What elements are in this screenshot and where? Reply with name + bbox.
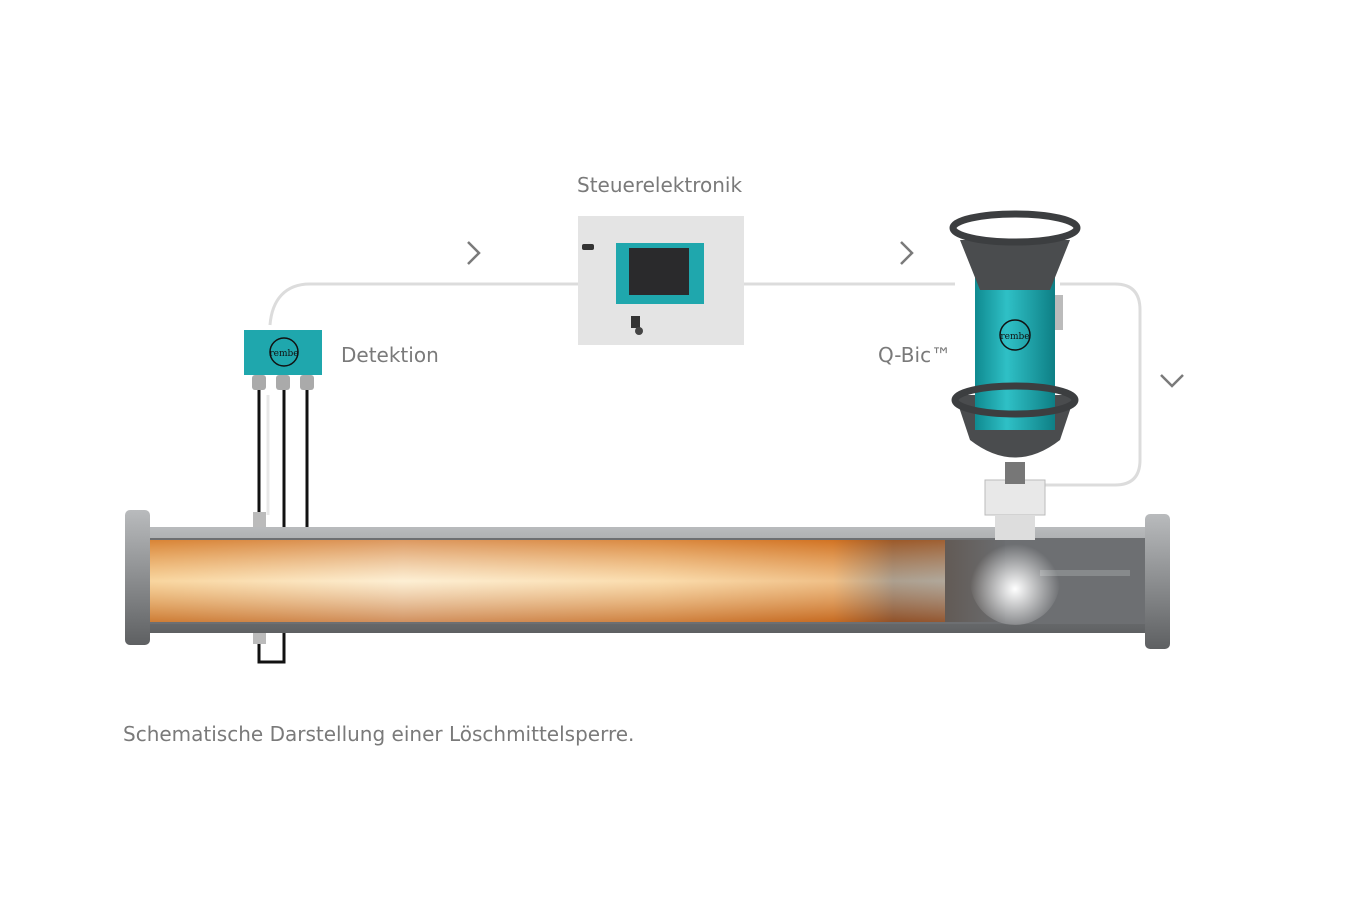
control-cabinet (578, 216, 744, 345)
chevron-right-icon (467, 241, 481, 265)
svg-text:rembe: rembe (1000, 332, 1029, 342)
qbic-label: Q-Bic™ (878, 343, 952, 367)
control-electronics-label: Steuerelektronik (577, 173, 743, 197)
caption: Schematische Darstellung einer Löschmitt… (123, 722, 635, 746)
signal-line-qbic-loop (1040, 282, 1142, 487)
detection-label: Detektion (341, 343, 439, 367)
svg-text:rembe: rembe (269, 349, 298, 359)
detection-unit: rembe (244, 330, 322, 664)
qbic-device: rembe (949, 210, 1081, 540)
chevron-right-icon (900, 241, 914, 265)
chevron-down-icon (1160, 374, 1184, 388)
pipe (125, 510, 1170, 649)
signal-line-detection-to-control (268, 282, 578, 326)
